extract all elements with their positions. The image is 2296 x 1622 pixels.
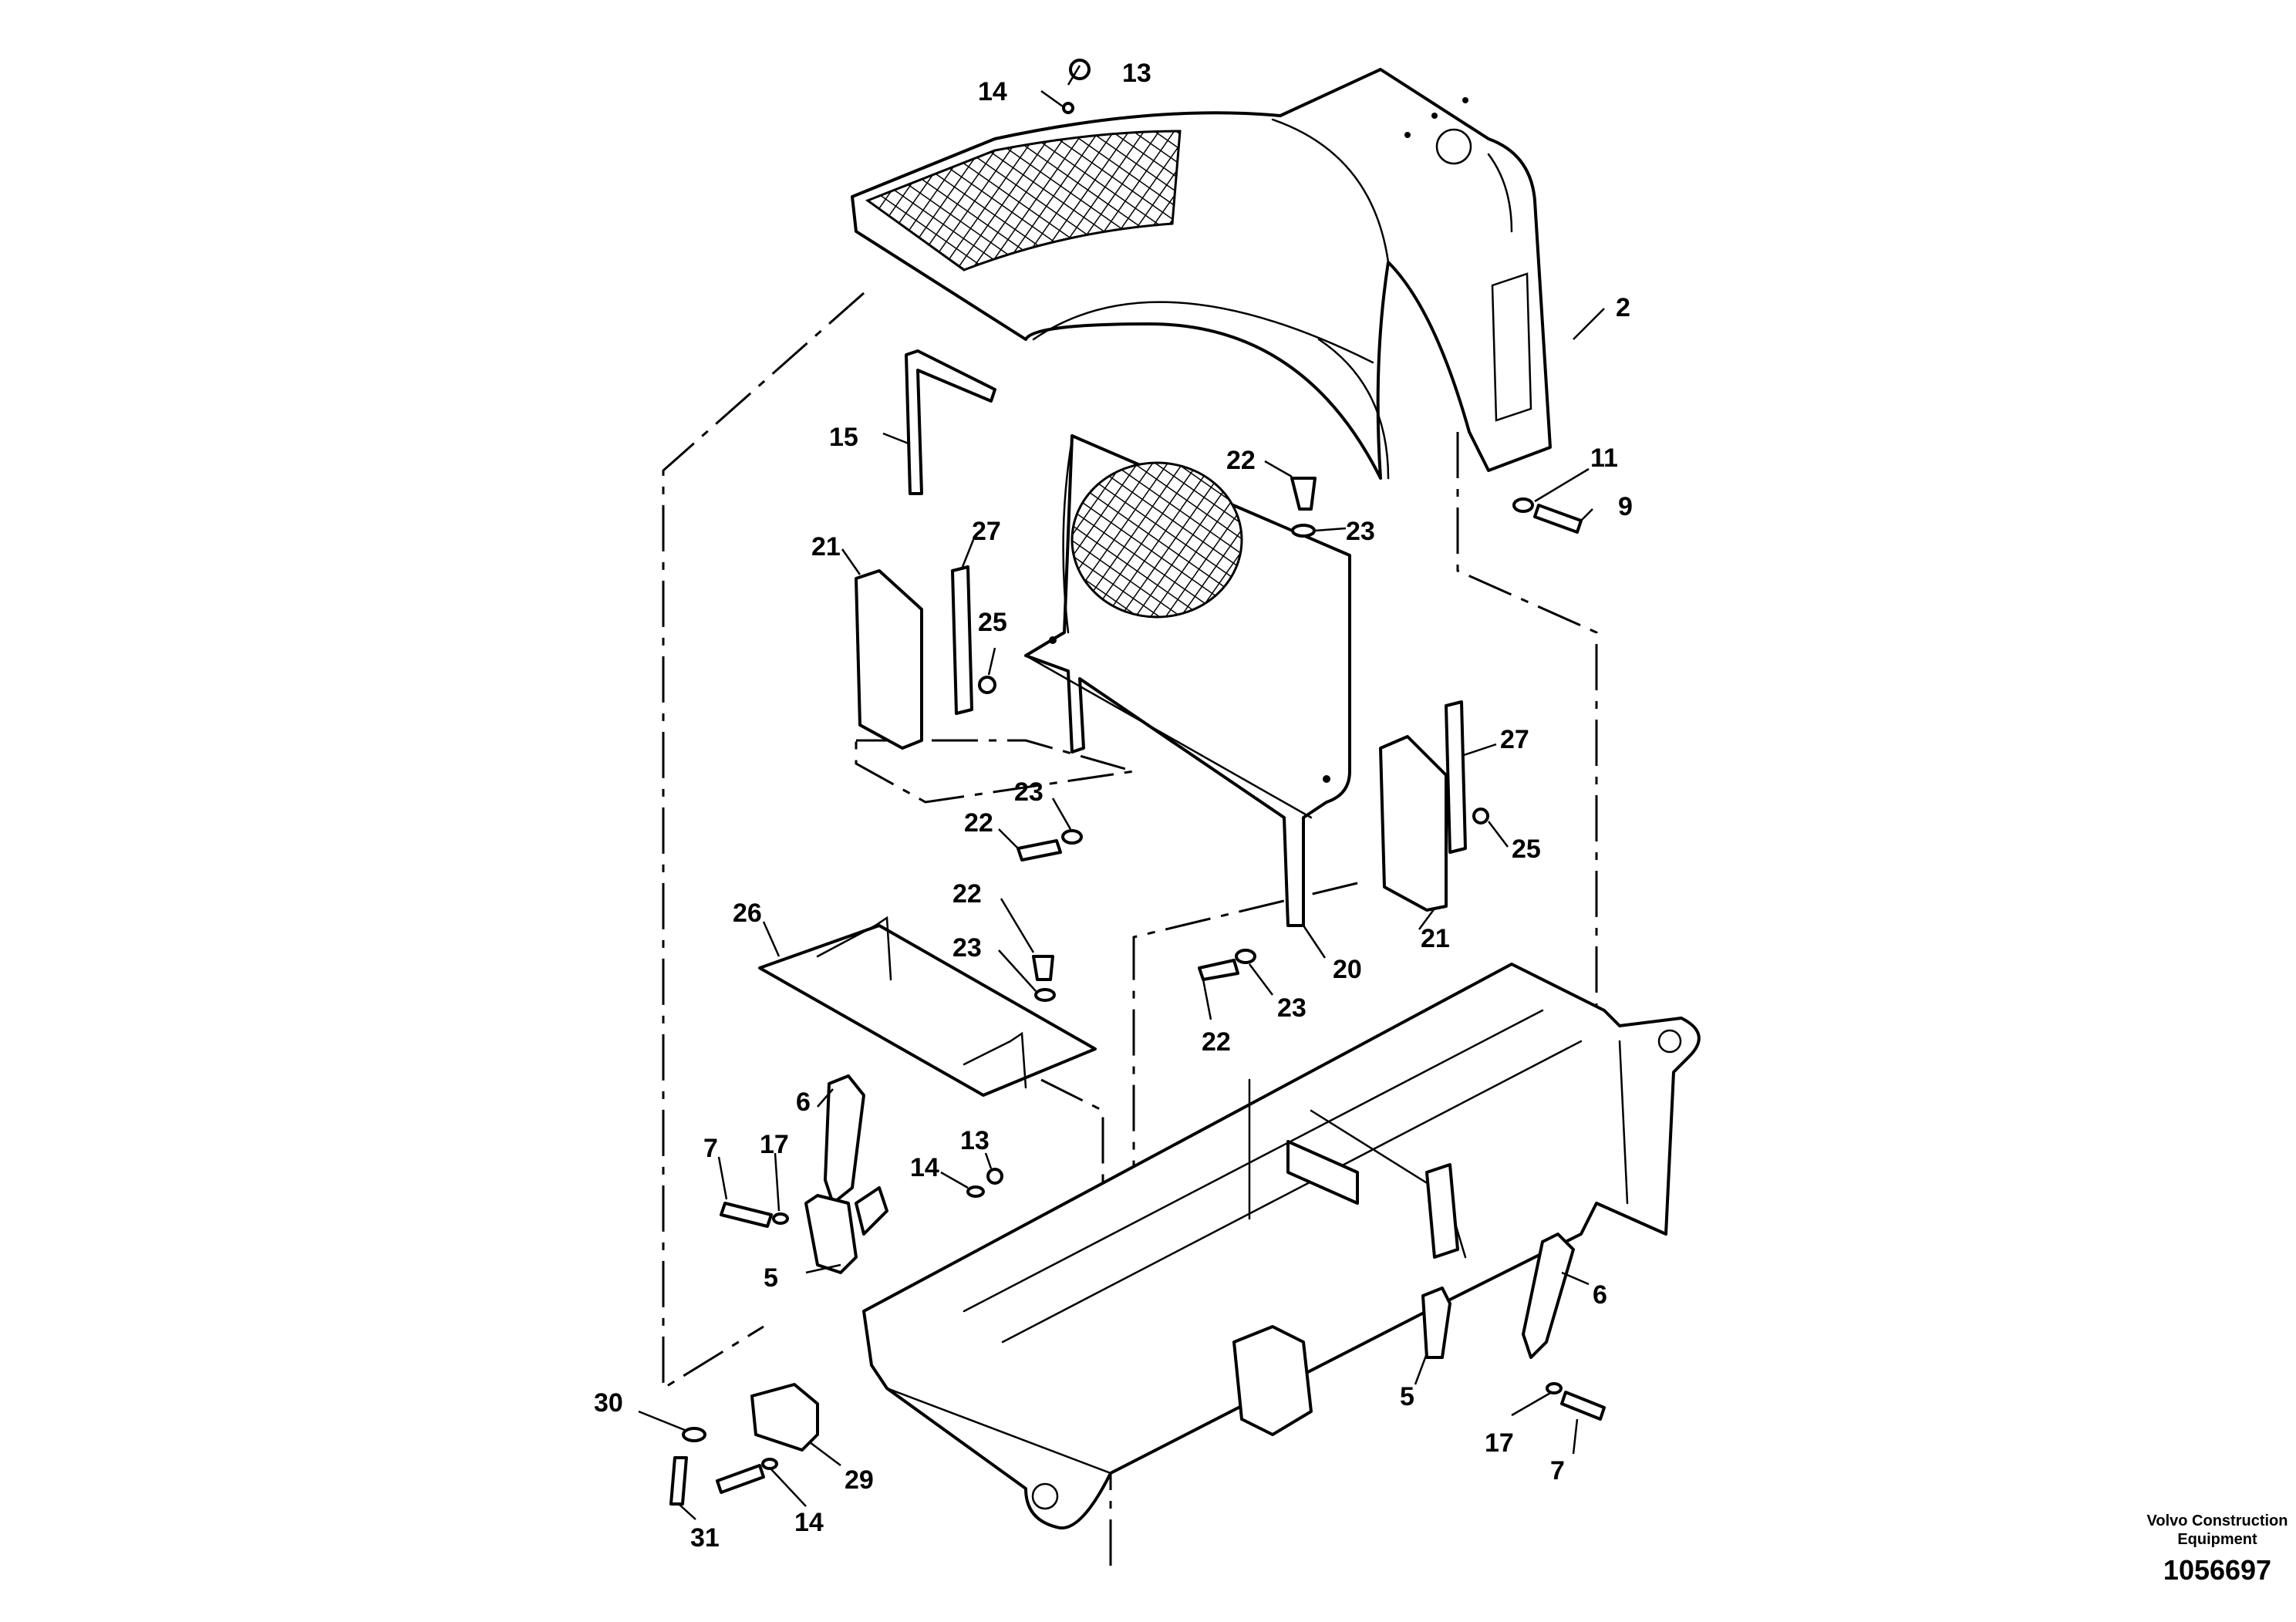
callout-23: 23 (952, 933, 982, 963)
callout-22: 22 (1226, 446, 1256, 475)
latch-left-part-6[interactable] (824, 1074, 865, 1205)
callout-9: 9 (1618, 492, 1633, 521)
callout-26: 26 (733, 899, 762, 928)
callout-5: 5 (764, 1263, 778, 1293)
callout-5: 5 (1400, 1382, 1414, 1411)
callout-11: 11 (1590, 443, 1618, 473)
callout-25: 25 (978, 608, 1007, 637)
latch-right-part-6[interactable] (1522, 1233, 1575, 1359)
callout-17: 17 (1485, 1428, 1514, 1458)
callout-21: 21 (1421, 924, 1450, 953)
callout-6: 6 (1593, 1280, 1607, 1310)
callout-labels: 13 14 2 15 22 23 11 9 21 27 25 27 23 22 … (594, 59, 1633, 1553)
side-plate-left-part-21[interactable] (855, 569, 923, 750)
callout-21: 21 (811, 532, 841, 561)
block-part-29[interactable] (750, 1383, 819, 1452)
callout-6: 6 (796, 1088, 811, 1117)
callout-30: 30 (594, 1388, 623, 1418)
callout-14: 14 (978, 77, 1007, 106)
callout-20: 20 (1333, 955, 1362, 984)
callout-7: 7 (1550, 1456, 1565, 1485)
bracket-strip-left-part-27[interactable] (951, 565, 973, 715)
callout-2: 2 (1616, 293, 1630, 322)
callout-27: 27 (1500, 725, 1529, 754)
callout-27: 27 (972, 517, 1001, 546)
callout-23: 23 (1277, 993, 1306, 1023)
rear-hood-part-2[interactable] (851, 68, 1552, 480)
callout-22: 22 (952, 879, 982, 909)
catch-right-part-5[interactable] (1421, 1286, 1451, 1359)
hook-left (855, 1186, 888, 1236)
radiator-shroud-part-20[interactable] (1024, 434, 1351, 927)
brand-line-2: Equipment (2177, 1531, 2257, 1548)
leader-lines (638, 65, 1605, 1520)
callout-13: 13 (960, 1126, 990, 1155)
callout-7: 7 (703, 1134, 718, 1163)
rear-frame-chassis[interactable] (862, 963, 1701, 1530)
callout-23: 23 (1014, 777, 1043, 807)
brand-line-1: Volvo Construction (2147, 1512, 2288, 1529)
callout-25: 25 (1512, 835, 1541, 864)
callout-23: 23 (1346, 517, 1375, 546)
callout-17: 17 (760, 1130, 789, 1159)
side-plate-right-part-21[interactable] (1379, 735, 1448, 912)
catch-left-part-5[interactable] (804, 1194, 858, 1274)
seal-strip-part-15[interactable] (905, 349, 996, 495)
footer-block: Volvo Construction Equipment 1056697 (2147, 1512, 2288, 1586)
callout-22: 22 (964, 808, 993, 838)
callout-31: 31 (690, 1523, 720, 1553)
callout-13: 13 (1122, 59, 1151, 88)
drawing-number: 1056697 (2163, 1554, 2271, 1586)
callout-29: 29 (845, 1465, 874, 1495)
callout-22: 22 (1202, 1027, 1231, 1057)
callout-14: 14 (794, 1508, 824, 1537)
cover-plate-part-26[interactable] (758, 916, 1097, 1097)
bracket-strip-right-part-27[interactable] (1445, 700, 1467, 854)
callout-14: 14 (910, 1153, 939, 1182)
fasteners (669, 59, 1606, 1506)
callout-15: 15 (829, 423, 858, 452)
